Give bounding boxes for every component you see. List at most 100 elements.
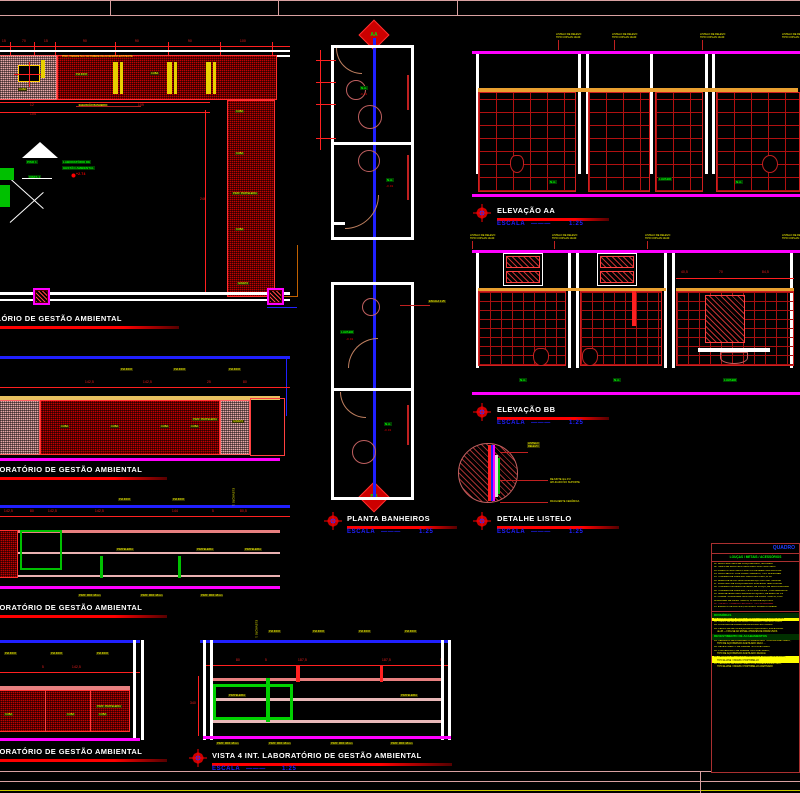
vista4-tag-4: PIA INOX [404, 630, 418, 633]
vista4-dim-chain [205, 665, 450, 666]
quadro-row: R3. PORCELANATO DE PAREDE TIPO ACETINADO… [714, 649, 770, 655]
elev-bb-scale-label: ESCALA [497, 420, 526, 426]
vista2-shelf-1 [0, 552, 280, 554]
view-title-underline-vista4 [212, 763, 452, 766]
dim-top-4: 90 [135, 39, 139, 43]
quadro-row: D3. DIVISÓRIA DE LÂMINA FENOLÍCA ESTRUTU… [714, 624, 773, 627]
quadro-row: R1. CERÂMICA DE ACABAMENTO ESMALTADO "CO… [714, 639, 792, 645]
elev-bb-callout[interactable] [474, 403, 490, 421]
section-marker-top[interactable]: AA [358, 19, 390, 51]
banheiros-view-callout[interactable] [325, 512, 341, 530]
vista2-dim-3: 142,5 [95, 509, 104, 513]
dim-top-1: 70 [22, 39, 26, 43]
vista4-wall-left [203, 640, 206, 740]
elev-aa-pillar-3 [586, 54, 589, 174]
detalhe-note-1: REJUNTE tipo P.V. APLICADO NO SUPORTE [550, 478, 580, 485]
bath-level-3: LAVABO [340, 330, 355, 334]
bath-dim-left [320, 50, 321, 150]
vista2-dim-1: 80 [30, 509, 34, 513]
vista4-note-1: PRATELEIRA [228, 694, 246, 697]
vista2-vertical-note: ELEVAÇÃO 1 [231, 488, 235, 506]
room-label-lab-2: GESTÃO AMBIENTAL [62, 166, 95, 170]
vista3-dim-0: 5 [42, 665, 44, 669]
section-marker-top-label: AA [370, 32, 378, 38]
elev-bb-dim-chain [676, 278, 794, 279]
vista4-red-post [296, 666, 300, 682]
quadro-panel: QUADRO LOUÇAS / METAIS / ACESSÓRIOS 01. … [711, 543, 800, 773]
blue-tail [267, 307, 297, 308]
elev-aa-leader-4: LISTELO DE RELEVO TIPO COPLAN 10x40 [782, 33, 800, 40]
frame-bottom-divider [700, 771, 701, 793]
detalhe-callout[interactable] [474, 512, 490, 530]
vista4-dim-0: 80 [236, 658, 240, 662]
vista2-ceiling [0, 505, 290, 508]
elev-bb-band-right [676, 288, 794, 291]
counter-front-3 [120, 62, 123, 94]
column-hatch-left [36, 291, 47, 302]
vista1-dim-3: 80 [243, 380, 247, 384]
frame-divider-3 [457, 0, 458, 15]
dim-top-0: 15 [2, 39, 6, 43]
vista2-note-3: PRATELEIRA [244, 548, 262, 551]
vista1-right-box [250, 398, 285, 456]
elev-bb-leader-3: LISTELO DE RELEVO TIPO COPLAN 10x40 [645, 234, 671, 241]
elev-bb-window-2-hatch2 [600, 271, 634, 283]
detalhe-scale-label: ESCALA [497, 529, 526, 535]
counter-front-5 [174, 62, 177, 94]
vista2-dim-0: 142,5 [4, 509, 13, 513]
vista2-cabinet-green [20, 530, 62, 570]
dim-tick [115, 42, 116, 56]
vista2-leg-2 [178, 556, 181, 578]
vista4-ceiling [200, 640, 450, 643]
vista1-dim-chain [0, 387, 290, 388]
vista3-tag-3: PIA INOX [96, 652, 110, 655]
detalhe-layer-blue [491, 445, 493, 501]
quadro-row: 06. BARRA DE APOIO SANITÁRIA EM AÇO INOX… [714, 579, 782, 582]
dim-chain-counter [0, 102, 210, 103]
elev-aa-level-3: N.A. [735, 180, 743, 184]
detalhe-layer-white [495, 455, 498, 497]
bath-escala-note: ESCALA 1:25 [428, 300, 446, 303]
vista4-green-panel [213, 684, 293, 720]
vista3-body [0, 690, 130, 732]
detalhe-leader-line [500, 452, 528, 453]
vista3-tag-1: PIA INOX [4, 652, 18, 655]
elev-aa-leader-2: LISTELO DE RELEVO TIPO COPLAN 10x40 [612, 33, 638, 40]
elev-bb-dim-2: 84,5 [762, 270, 770, 274]
elev-aa-scale-value: 1:25 [569, 221, 584, 227]
vista4-dim-1: 187,5 [298, 658, 307, 662]
elev-aa-leader-line-3 [702, 40, 703, 50]
bath-wall-mid [331, 142, 414, 145]
vista1-front-6: GAVETA [232, 420, 245, 423]
elev-aa-pillar-2 [578, 54, 581, 174]
vista2-shelf-2 [0, 575, 280, 577]
elev-bb-level-3: LAVABO [723, 378, 738, 382]
vista4-tag-2: PIA INOX [312, 630, 326, 633]
vista4-view-callout[interactable] [190, 749, 206, 767]
north-arrow-triangle [22, 142, 58, 158]
bath-dim-tick-2 [316, 82, 336, 83]
quadro-row: DISPENSER DE PAPEL TOALHA, CHAPA DE AÇO … [714, 599, 774, 602]
vista4-vertical-note: ELEVAÇÃO 1 [254, 620, 258, 638]
quadro-row: 07. LAVATÓRIO DE LOUÇA BRANCA SUSPENSO S… [714, 583, 783, 586]
elev-bb-window-1-hatch [506, 256, 540, 268]
elev-aa-callout[interactable] [474, 204, 490, 222]
view-title-underline-vista1 [0, 477, 167, 480]
frame-bottom-2 [0, 781, 800, 782]
quadro-row-yellow: R4. CERÂMICA DE PISO ANTIDERRAPANTE 40x4… [712, 656, 799, 663]
quadro-row: R5. CERÂMICA DE REVESTIMENTO DE PAREDE E… [714, 662, 782, 669]
elev-bb-tile-1 [478, 291, 566, 366]
elev-bb-ceiling [472, 250, 800, 253]
dim-tick [272, 42, 273, 56]
detalhe-leader-title: LISTELO RELEVO [527, 442, 540, 448]
counter-front-4 [167, 62, 172, 94]
elev-bb-leader-2: LISTELO DE RELEVO TIPO COPLAN 10x40 [552, 234, 578, 241]
dim-top-2: 15 [44, 39, 48, 43]
elev-bb-leader-1: LISTELO DE RELEVO TIPO COPLAN 10x40 [470, 234, 496, 241]
plan-wall-top [0, 50, 290, 52]
elev-bb-leader-line-1 [472, 241, 473, 249]
quadro-row: D4. PERFIL DE METAL EM ALUMÍNIO ANODIZAD… [714, 627, 784, 634]
elev-bb-pillar-4 [664, 253, 667, 368]
bath-dim-tick-4 [316, 138, 336, 139]
vista4-top-plane [213, 678, 441, 681]
